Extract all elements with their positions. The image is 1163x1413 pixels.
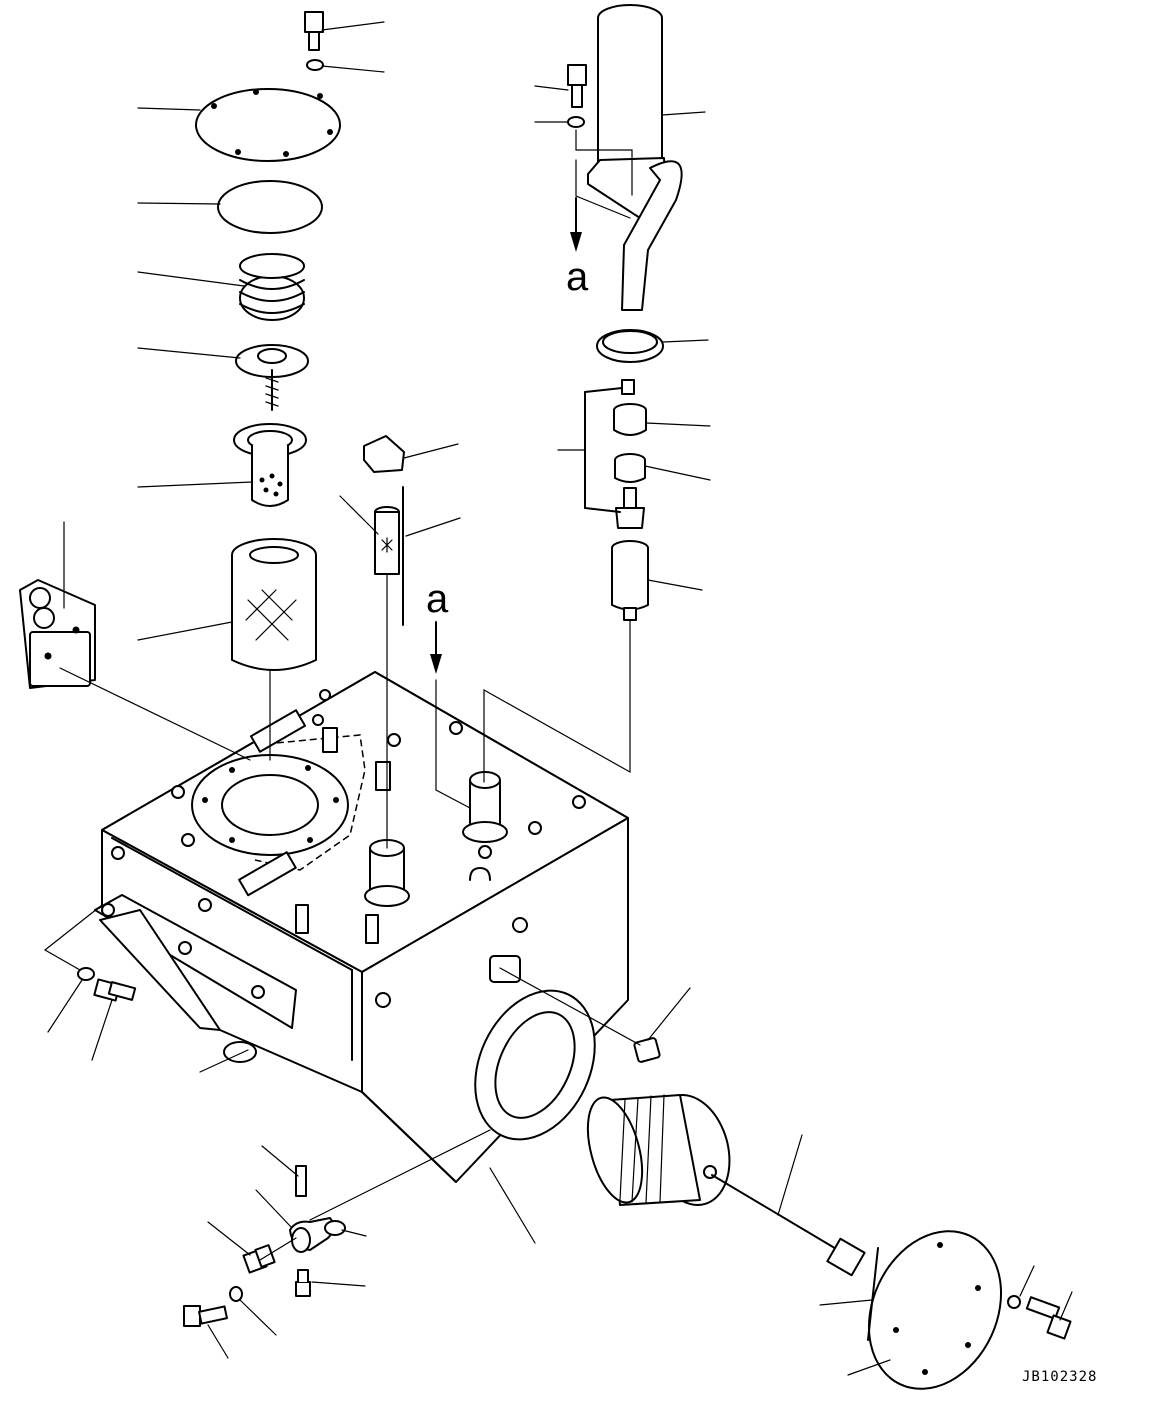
valve-plate — [235, 344, 309, 411]
filter-cover — [867, 1230, 1003, 1390]
assembly-lines — [44, 129, 641, 1261]
view-label-a-lower: a — [426, 577, 449, 621]
valve-seat — [613, 403, 647, 436]
bolt-bottom-left — [183, 1305, 228, 1327]
elbow-fitting — [633, 1037, 661, 1063]
gasket — [217, 180, 323, 234]
drain-plug — [242, 1244, 276, 1274]
dipstick-tube — [374, 506, 400, 575]
strainer — [233, 423, 307, 507]
view-label-a-upper: a — [566, 255, 589, 299]
washer-cover — [1007, 1295, 1021, 1309]
callout-leader-lines — [47, 21, 1073, 1376]
bolt-lower-left — [93, 978, 137, 1002]
mounting-bracket — [19, 579, 96, 689]
tank-top-fittings — [94, 689, 596, 1141]
drain-fitting — [295, 1269, 311, 1297]
drain-o-ring — [324, 1220, 346, 1236]
view-arrow-a-lower — [430, 621, 442, 674]
valve-collar — [614, 453, 646, 483]
view-arrow-a-upper — [570, 197, 582, 252]
spring — [239, 253, 305, 321]
bolt-top-right — [567, 64, 587, 108]
drain-pin — [295, 1165, 307, 1197]
washer-bottom-left — [229, 1286, 243, 1302]
check-valve — [615, 487, 645, 529]
bolt-cover — [1025, 1296, 1072, 1340]
return-filter — [586, 1094, 731, 1206]
valve-piece — [621, 379, 635, 395]
drawing-code: JB102328 — [1022, 1369, 1097, 1385]
rod-nut — [826, 1237, 866, 1277]
bolt-top-left — [304, 11, 324, 51]
washer-lower-left — [77, 967, 95, 981]
valve-body — [611, 540, 649, 621]
dipstick-cap — [363, 435, 405, 473]
washer-top-right — [567, 116, 585, 128]
breather-pipe — [587, 4, 683, 311]
o-ring — [596, 329, 664, 363]
tank-cover-plate — [195, 88, 341, 162]
filter-rod — [711, 1174, 839, 1251]
drain-valve — [289, 1217, 335, 1253]
washer-top-left — [306, 59, 324, 71]
filter-element — [231, 538, 317, 671]
